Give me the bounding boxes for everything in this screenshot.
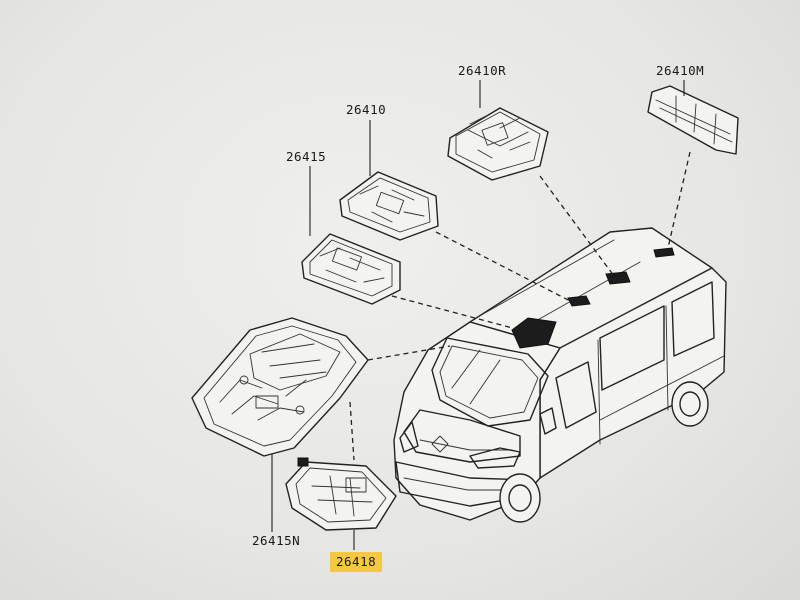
part-26415N-console <box>191 317 369 457</box>
leader-lines <box>271 80 685 550</box>
van-illustration <box>393 227 727 523</box>
connector-lines <box>349 151 691 461</box>
part-label-26410M: 26410M <box>656 63 705 78</box>
part-label-26410: 26410 <box>346 102 387 117</box>
part-label-26415N: 26415N <box>252 533 301 548</box>
part-26410R-lamp <box>447 107 549 181</box>
part-26410M-lamp <box>647 85 739 155</box>
part-26415-lamp <box>301 233 401 305</box>
part-label-26418: 26418 <box>330 552 383 572</box>
part-label-26410R: 26410R <box>458 63 507 78</box>
part-26418-lamp <box>285 457 397 531</box>
part-26410-lamp <box>339 171 439 241</box>
part-label-26415: 26415 <box>286 149 327 164</box>
